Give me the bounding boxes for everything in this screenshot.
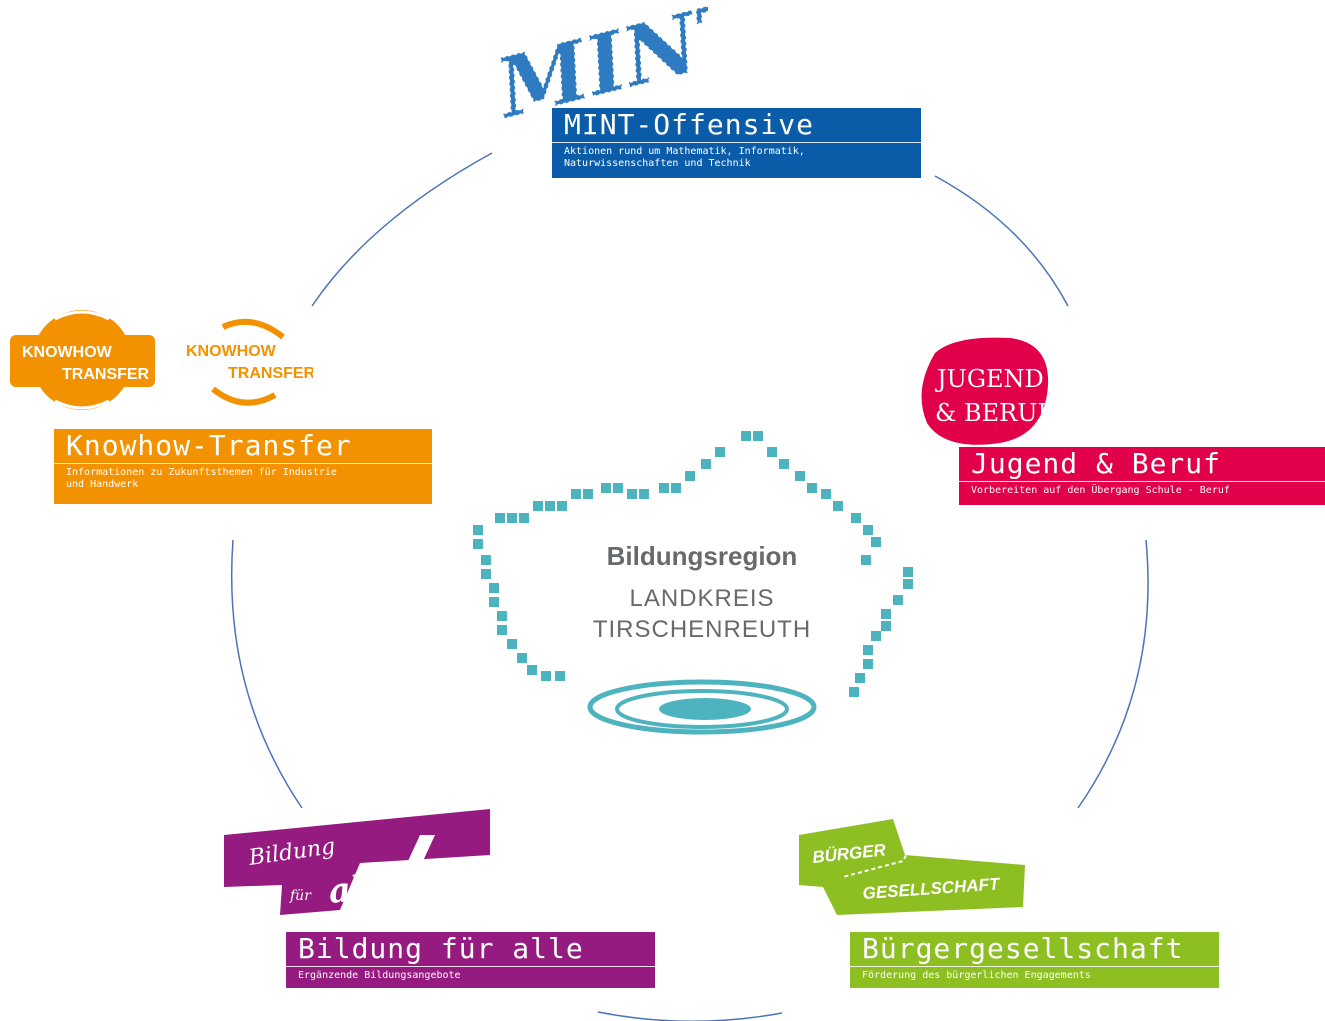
jugend-beruf-logo: JUGEND & BERUF (921, 337, 1054, 445)
outline-dot (601, 483, 611, 493)
outline-dot (753, 431, 763, 441)
buerger-title: Bürgergesellschaft (862, 932, 1184, 965)
outline-dot (497, 625, 507, 635)
outline-dot (659, 483, 669, 493)
svg-text:TRANSFER: TRANSFER (228, 365, 313, 382)
outline-dot (517, 653, 527, 663)
mint-offensive-card[interactable]: MINT-Offensive Aktionen rund um Mathemat… (552, 108, 921, 178)
mint-title: MINT-Offensive (564, 108, 815, 141)
center-subtitle-2: TIRSCHENREUTH (592, 616, 812, 643)
buergergesellschaft-logo: BÜRGER GESELLSCHAFT (799, 816, 1025, 915)
outline-dot (871, 537, 881, 547)
buerger-subtitle: Förderung des bürgerlichen Engagements (862, 970, 1091, 981)
outline-dot (473, 525, 483, 535)
svg-text:KNOWHOW: KNOWHOW (186, 343, 277, 360)
outline-dot (489, 583, 499, 593)
outline-dot (519, 513, 529, 523)
svg-text:für: für (289, 888, 312, 904)
center-title: Bildungsregion (606, 541, 798, 571)
outline-dot (497, 611, 507, 621)
county-outline-dots (473, 431, 913, 697)
outline-dot (557, 501, 567, 511)
outline-dot (527, 665, 537, 675)
arc-mint-jugend (934, 175, 1069, 307)
outline-dot (795, 471, 805, 481)
arc-jugend-buerger (1077, 539, 1149, 809)
outline-dot (555, 671, 565, 681)
outline-dot (833, 501, 843, 511)
arc-knowhow-bildung (230, 539, 303, 809)
arc-bottom (597, 1011, 783, 1021)
outline-dot (893, 595, 903, 605)
outline-dot (545, 501, 555, 511)
center-subtitle-1: LANDKREIS (629, 585, 775, 612)
knowhow-subtitle: Informationen zu Zukunftsthemen für Indu… (66, 467, 337, 490)
jugend-subtitle: Vorbereiten auf den Übergang Schule - Be… (971, 485, 1230, 496)
outline-dot (881, 609, 891, 619)
water-ripple-icon (587, 679, 817, 735)
knowhow-transfer-logo-small: KNOWHOW TRANSFER (186, 318, 313, 406)
outline-dot (481, 555, 491, 565)
card-divider (286, 966, 655, 967)
knowhow-transfer-logo-large: KNOWHOW TRANSFER (10, 310, 155, 410)
outline-dot (613, 483, 623, 493)
outline-dot (855, 673, 865, 683)
mint-subtitle: Aktionen rund um Mathematik, Informatik,… (564, 146, 805, 169)
card-divider (552, 142, 921, 143)
outline-dot (495, 513, 505, 523)
outline-dot (821, 489, 831, 499)
buergergesellschaft-card[interactable]: Bürgergesellschaft Förderung des bürgerl… (850, 932, 1219, 988)
outline-dot (571, 489, 581, 499)
outline-dot (871, 631, 881, 641)
knowhow-title: Knowhow-Transfer (66, 429, 352, 462)
outline-dot (671, 483, 681, 493)
arc-mint-knowhow (311, 152, 493, 307)
outline-dot (541, 671, 551, 681)
outline-dot (767, 447, 777, 457)
svg-text:JUGEND: JUGEND (934, 365, 1044, 393)
outline-dot (863, 645, 873, 655)
card-divider (850, 966, 1219, 967)
svg-text:KNOWHOW: KNOWHOW (22, 344, 113, 361)
outline-dot (489, 597, 499, 607)
outline-dot (863, 525, 873, 535)
outline-dot (507, 639, 517, 649)
outline-dot (507, 513, 517, 523)
outline-dot (639, 489, 649, 499)
svg-text:& BERUF: & BERUF (935, 399, 1054, 427)
card-divider (54, 463, 432, 464)
card-divider (959, 481, 1325, 482)
svg-text:TRANSFER: TRANSFER (62, 366, 150, 383)
outline-dot (741, 431, 751, 441)
outline-dot (627, 489, 637, 499)
outline-dot (533, 501, 543, 511)
outline-dot (583, 489, 593, 499)
bildung-fuer-alle-card[interactable]: Bildung für alle Ergänzende Bildungsange… (286, 932, 655, 988)
svg-text:alle: alle (327, 865, 400, 912)
outline-dot (849, 687, 859, 697)
outline-dot (715, 447, 725, 457)
jugend-title: Jugend & Beruf (971, 447, 1222, 480)
jugend-beruf-card[interactable]: Jugend & Beruf Vorbereiten auf den Überg… (959, 447, 1325, 505)
outline-dot (685, 471, 695, 481)
tirschenreuth-region-logo (473, 431, 913, 735)
bildung-subtitle: Ergänzende Bildungsangebote (298, 970, 461, 981)
outline-dot (903, 579, 913, 589)
outline-dot (701, 459, 711, 469)
outline-dot (903, 567, 913, 577)
outline-dot (861, 555, 871, 565)
outline-dot (881, 621, 891, 631)
outline-dot (779, 459, 789, 469)
outline-dot (807, 483, 817, 493)
bildung-fuer-alle-logo: Bildung für alle (224, 809, 490, 915)
outline-dot (851, 513, 861, 523)
outline-dot (473, 539, 483, 549)
outline-dot (481, 569, 491, 579)
bildung-title: Bildung für alle (298, 932, 584, 965)
knowhow-transfer-card[interactable]: Knowhow-Transfer Informationen zu Zukunf… (54, 429, 432, 504)
outline-dot (863, 659, 873, 669)
